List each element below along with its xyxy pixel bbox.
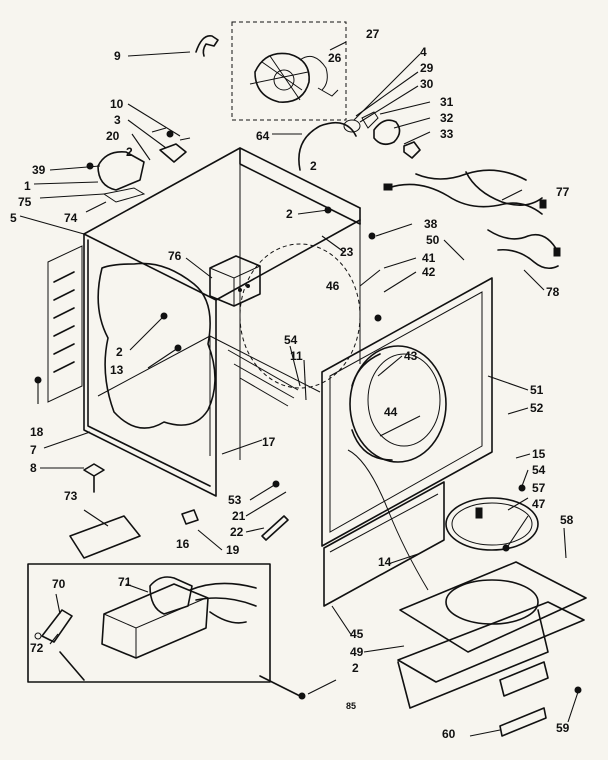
callout-33: 33 xyxy=(440,127,454,141)
callout-64: 64 xyxy=(256,129,270,143)
callout-52: 52 xyxy=(530,401,544,415)
callout-85: 85 xyxy=(346,701,357,711)
leveling-leg xyxy=(83,463,105,493)
callout-5: 5 xyxy=(10,211,17,225)
callout-13: 13 xyxy=(110,363,124,377)
callout-11: 11 xyxy=(290,349,303,363)
callout-46: 46 xyxy=(326,279,340,293)
callout-72: 72 xyxy=(30,641,44,655)
toe-panel xyxy=(323,481,445,607)
callout-4: 4 xyxy=(420,45,427,59)
callout-27: 27 xyxy=(366,27,380,41)
callout-32: 32 xyxy=(440,111,454,125)
callout-57: 57 xyxy=(532,481,546,495)
callout-58: 58 xyxy=(560,513,574,527)
belt-and-pulley xyxy=(298,111,421,171)
callout-29: 29 xyxy=(420,61,434,75)
leader-lines xyxy=(19,41,579,737)
callout-74: 74 xyxy=(64,211,78,225)
motor-assembly-box xyxy=(231,21,347,121)
callout-19: 19 xyxy=(226,543,240,557)
callout-78: 78 xyxy=(546,285,560,299)
callout-70: 70 xyxy=(52,577,66,591)
callout-38: 38 xyxy=(424,217,438,231)
callout-49: 49 xyxy=(350,645,364,659)
callout-42: 42 xyxy=(422,265,436,279)
callout-76: 76 xyxy=(168,249,182,263)
wire-harness xyxy=(383,169,561,270)
small-clip xyxy=(181,509,199,525)
cabinet-body xyxy=(47,147,361,497)
callout-21: 21 xyxy=(232,509,246,523)
callout-75: 75 xyxy=(18,195,32,209)
left-small-parts xyxy=(97,127,191,203)
callout-17: 17 xyxy=(262,435,276,449)
callout-2e: 2 xyxy=(352,661,359,675)
front-panel xyxy=(321,277,493,591)
callout-2a: 2 xyxy=(126,145,133,159)
callout-53: 53 xyxy=(228,493,242,507)
callout-44: 44 xyxy=(384,405,398,419)
callout-7: 7 xyxy=(30,443,37,457)
callout-59: 59 xyxy=(556,721,570,735)
callout-47: 47 xyxy=(532,497,546,511)
callout-16: 16 xyxy=(176,537,190,551)
callout-9: 9 xyxy=(114,49,121,63)
callout-14: 14 xyxy=(378,555,392,569)
callout-30: 30 xyxy=(420,77,434,91)
callout-54b: 54 xyxy=(532,463,546,477)
callout-41: 41 xyxy=(422,251,436,265)
callout-26: 26 xyxy=(328,51,342,65)
callout-51: 51 xyxy=(530,383,544,397)
callout-10: 10 xyxy=(110,97,124,111)
info-card xyxy=(69,515,141,559)
callout-73: 73 xyxy=(64,489,78,503)
fasteners xyxy=(34,130,582,700)
callout-31: 31 xyxy=(440,95,454,109)
heater-assembly-box xyxy=(27,563,301,697)
bulkhead-ring xyxy=(445,497,539,551)
callout-43: 43 xyxy=(404,349,418,363)
callout-1: 1 xyxy=(24,179,31,193)
callout-18: 18 xyxy=(30,425,44,439)
latch-part xyxy=(261,515,289,541)
callout-8: 8 xyxy=(30,461,37,475)
callout-23: 23 xyxy=(340,245,354,259)
callout-71: 71 xyxy=(118,575,132,589)
callout-77: 77 xyxy=(556,185,570,199)
callout-50: 50 xyxy=(426,233,440,247)
callout-15: 15 xyxy=(532,447,546,461)
callout-2c: 2 xyxy=(286,207,293,221)
callout-22: 22 xyxy=(230,525,244,539)
callout-39: 39 xyxy=(32,163,46,177)
callout-45: 45 xyxy=(350,627,364,641)
callout-3: 3 xyxy=(114,113,121,127)
terminal-block xyxy=(209,255,261,307)
callout-60: 60 xyxy=(442,727,456,741)
callout-2d: 2 xyxy=(116,345,123,359)
callout-54a: 54 xyxy=(284,333,298,347)
callout-2b: 2 xyxy=(310,159,317,173)
hook-part xyxy=(195,35,219,57)
base-plate xyxy=(397,561,587,737)
callout-20: 20 xyxy=(106,129,120,143)
